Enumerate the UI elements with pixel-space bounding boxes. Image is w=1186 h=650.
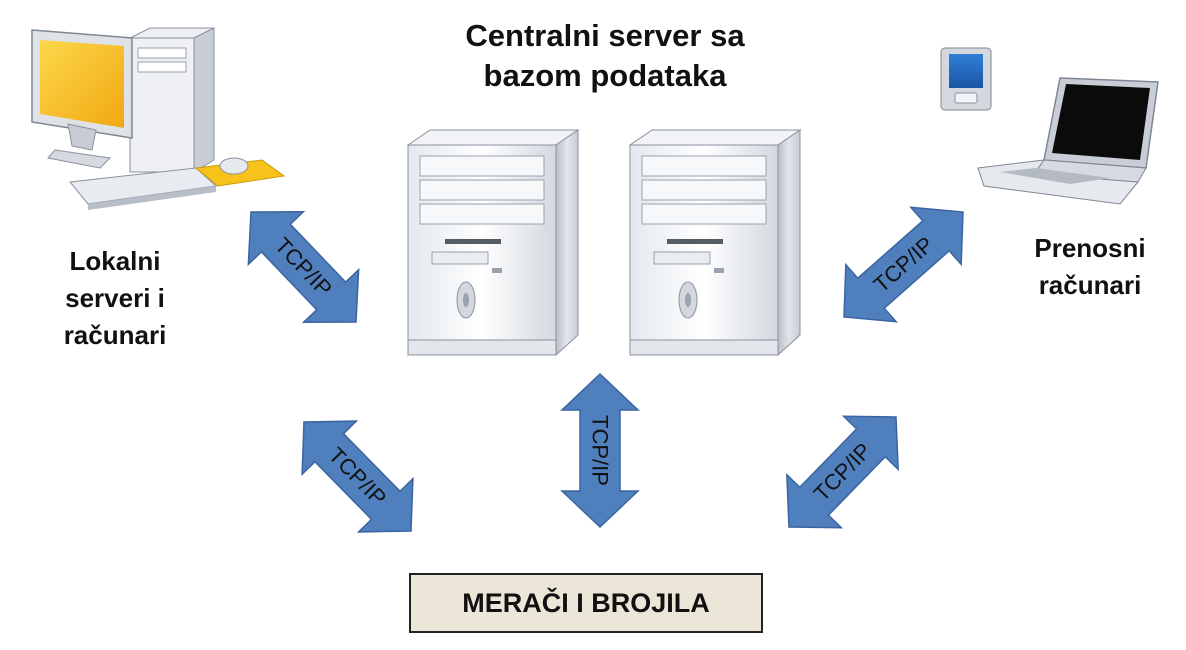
central-server-label-line-2: bazom podataka: [420, 56, 790, 96]
arrow-label-meters-to-server: TCP/IP: [588, 415, 613, 486]
local-servers-label-line-3: računari: [20, 317, 210, 354]
local-servers-label: Lokalni serveri i računari: [20, 243, 210, 354]
local-servers-label-line-1: Lokalni: [20, 243, 210, 280]
arrow-desktop-to-server: TCP/IP: [224, 186, 384, 348]
central-server-label: Centralni server sa bazom podataka: [420, 16, 790, 97]
portable-computers-label-line-1: Prenosni: [1000, 230, 1180, 267]
arrow-meters-to-laptop: TCP/IP: [762, 391, 923, 554]
server-tower-icon: [630, 130, 800, 355]
mobile-phone-icon: [941, 48, 991, 110]
server-tower-icon: [408, 130, 578, 355]
arrow-laptop-to-server: TCP/IP: [819, 184, 988, 346]
local-servers-label-line-2: serveri i: [20, 280, 210, 317]
desktop-computer-icon: [32, 28, 284, 210]
arrow-meters-to-desktop: TCP/IP: [277, 395, 438, 557]
laptop-icon: [978, 78, 1158, 204]
portable-computers-label: Prenosni računari: [1000, 230, 1180, 304]
arrow-meters-to-server: TCP/IP: [562, 374, 638, 527]
meters-box-label: MERAČI I BROJILA: [462, 588, 710, 619]
connection-arrows: TCP/IP TCP/IP TCP/IP TCP/IP TCP/IP: [224, 184, 989, 558]
central-server-label-line-1: Centralni server sa: [420, 16, 790, 56]
portable-computers-label-line-2: računari: [1000, 267, 1180, 304]
meters-box: MERAČI I BROJILA: [409, 573, 763, 633]
